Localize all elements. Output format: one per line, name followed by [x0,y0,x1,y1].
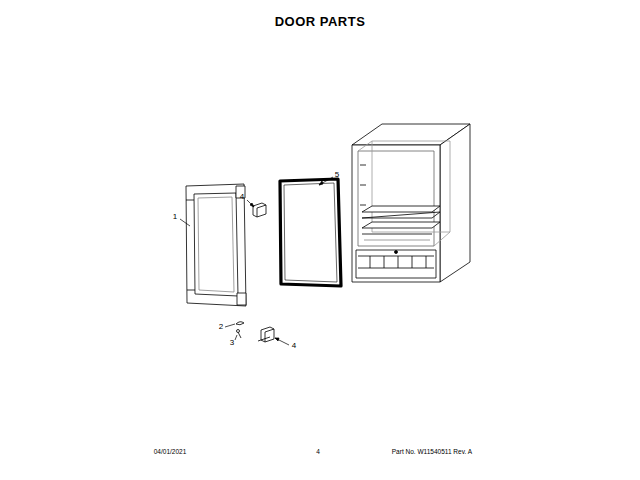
door-assembly [186,184,246,306]
page-title: DOOR PARTS [275,15,366,29]
callout-number: 1 [173,213,177,222]
hinge-pin [236,322,244,338]
footer-date: 04/01/2021 [154,448,187,455]
callout-number: 4 [240,193,244,202]
door-gasket [280,179,341,286]
callout-number: 4 [292,342,296,351]
cabinet [352,124,470,282]
callout-number: 5 [335,171,339,180]
footer-page-number: 4 [316,448,320,455]
hinge-bracket [258,327,274,342]
hinge-bracket [253,203,266,217]
footer-part-number: Part No. W11540511 Rev. A [392,448,472,455]
callout-number: 3 [230,339,234,348]
leader-lines [180,177,333,345]
callout-number: 2 [219,323,223,332]
